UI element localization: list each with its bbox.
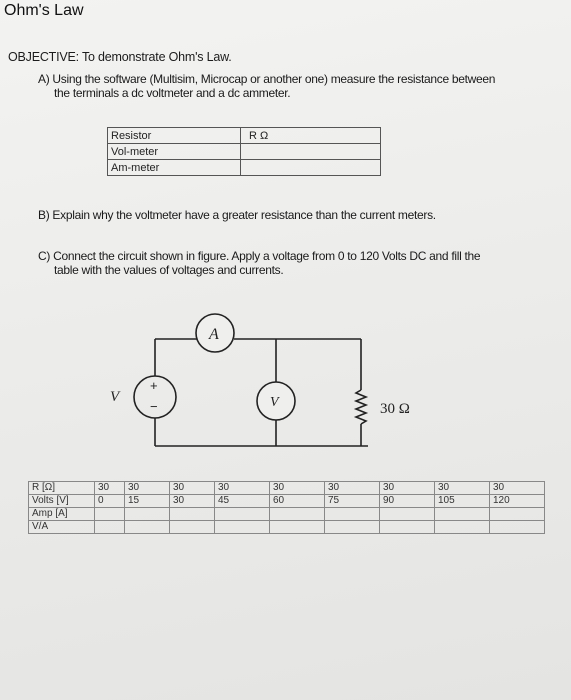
volts-cell: 60 — [269, 494, 325, 508]
amp-cell — [269, 507, 325, 521]
resistance-cell: 30 — [169, 481, 215, 495]
volts-cell: 30 — [169, 494, 215, 508]
amp-cell — [214, 507, 270, 521]
voltmeter-row: Vol-meter — [107, 143, 381, 160]
resistance-cell: 30 — [94, 481, 125, 495]
resistance-cell: 30 — [124, 481, 170, 495]
resistance-cell: 30 — [434, 481, 490, 495]
volts-cell: 90 — [379, 494, 435, 508]
r-ohm-header-cell: R Ω — [240, 127, 381, 144]
resistance-cell: 30 — [324, 481, 380, 495]
resistance-row: R [Ω] 30 30 30 30 30 30 30 30 30 — [28, 481, 545, 495]
row-label-resistance: R [Ω] — [28, 481, 95, 495]
amp-cell — [169, 507, 215, 521]
voltmeter-label-cell: Vol-meter — [107, 143, 241, 160]
va-cell — [169, 520, 215, 534]
resistance-table: Resistor R Ω Vol-meter Am-meter — [107, 127, 381, 176]
volts-cell: 0 — [94, 494, 125, 508]
va-cell — [379, 520, 435, 534]
volts-cell: 120 — [489, 494, 545, 508]
circuit-diagram: V A V + − 30 Ω — [110, 313, 410, 447]
voltage-source-circle — [133, 375, 177, 419]
volts-cell: 75 — [324, 494, 380, 508]
resistance-cell: 30 — [214, 481, 270, 495]
voltmeter-value-cell — [240, 143, 381, 160]
part-c-line2: table with the values of voltages and cu… — [54, 263, 284, 277]
objective-text: OBJECTIVE: To demonstrate Ohm's Law. — [8, 50, 232, 64]
source-voltage-label: V — [110, 389, 121, 405]
resistor-value-label: 30 Ω — [380, 401, 410, 417]
measurement-table: R [Ω] 30 30 30 30 30 30 30 30 30 Volts [… — [28, 481, 545, 534]
amp-cell — [124, 507, 170, 521]
resistance-cell: 30 — [489, 481, 545, 495]
part-c-instructions: C) Connect the circuit shown in figure. … — [38, 249, 538, 277]
amp-row: Amp [A] — [28, 507, 545, 521]
part-b-instructions: B) Explain why the voltmeter have a grea… — [38, 208, 558, 222]
va-cell — [124, 520, 170, 534]
amp-cell — [379, 507, 435, 521]
part-a-line1: A) Using the software (Multisim, Microca… — [38, 72, 496, 86]
va-cell — [214, 520, 270, 534]
ammeter-value-cell — [240, 159, 381, 176]
amp-cell — [324, 507, 380, 521]
part-a-line2: the terminals a dc voltmeter and a dc am… — [54, 86, 291, 100]
va-cell — [269, 520, 325, 534]
row-label-volts: Volts [V] — [28, 494, 95, 508]
source-minus-sign: − — [150, 399, 158, 414]
part-b-line1: B) Explain why the voltmeter have a grea… — [38, 208, 436, 222]
volts-cell: 15 — [124, 494, 170, 508]
part-c-line1: C) Connect the circuit shown in figure. … — [38, 249, 481, 263]
voltmeter-label: V — [270, 395, 280, 410]
volts-cell: 45 — [214, 494, 270, 508]
page-title: Ohm's Law — [4, 2, 84, 19]
resistor-zigzag — [353, 389, 369, 425]
va-row: V/A — [28, 520, 545, 534]
volts-row: Volts [V] 0 15 30 45 60 75 90 105 120 — [28, 494, 545, 508]
voltmeter-circle — [256, 381, 296, 421]
va-cell — [434, 520, 490, 534]
ammeter-label-cell: Am-meter — [107, 159, 241, 176]
resistor-header-cell: Resistor — [107, 127, 241, 144]
resistance-cell: 30 — [379, 481, 435, 495]
ammeter-row: Am-meter — [107, 159, 381, 176]
ammeter-label: A — [208, 326, 219, 343]
part-a-instructions: A) Using the software (Multisim, Microca… — [38, 72, 558, 100]
amp-cell — [434, 507, 490, 521]
va-cell — [489, 520, 545, 534]
source-plus-sign: + — [150, 378, 158, 393]
amp-cell — [489, 507, 545, 521]
volts-cell: 105 — [434, 494, 490, 508]
va-cell — [324, 520, 380, 534]
row-label-amp: Amp [A] — [28, 507, 95, 521]
row-label-va: V/A — [28, 520, 95, 534]
ammeter-circle — [195, 313, 235, 353]
resistance-table-header: Resistor R Ω — [107, 127, 381, 144]
resistance-cell: 30 — [269, 481, 325, 495]
va-cell — [94, 520, 125, 534]
amp-cell — [94, 507, 125, 521]
